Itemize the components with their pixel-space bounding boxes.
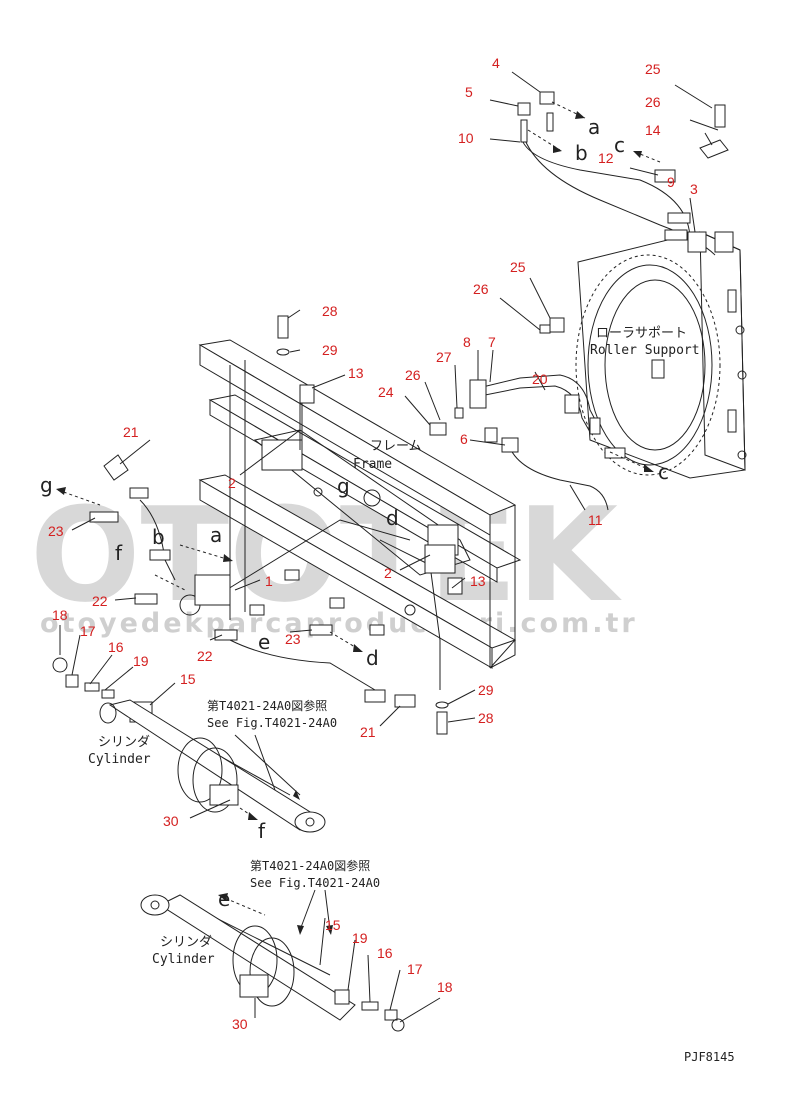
see-fig-upper-en: See Fig.T4021-24A0	[207, 716, 337, 730]
connector-arrows	[56, 101, 661, 935]
part-number: 17	[80, 623, 96, 639]
connector-letter: c	[658, 460, 669, 484]
part-number: 21	[123, 424, 139, 440]
part-number: 2	[384, 565, 392, 581]
part-number: 2	[228, 475, 236, 491]
part-number: 19	[352, 930, 368, 946]
part-number: 16	[377, 945, 393, 961]
part-number: 7	[488, 334, 496, 350]
cylinder-upper	[99, 699, 326, 833]
part-number: 20	[532, 371, 548, 387]
part-number: 24	[378, 384, 394, 400]
connector-letter: d	[366, 646, 379, 670]
part-number: 13	[348, 365, 364, 381]
cylinder-upper-label-en: Cylinder	[88, 752, 151, 767]
text-labels: フレーム Frame ローラサポート Roller Support シリンダ C…	[88, 326, 735, 1064]
connector-letter: e	[258, 630, 270, 654]
part-number: 15	[180, 671, 196, 687]
part-number: 30	[163, 813, 179, 829]
part-number: 28	[478, 710, 494, 726]
part-number: 23	[48, 523, 64, 539]
part-number: 30	[232, 1016, 248, 1032]
watermark-site: otoyedekparcaproductlari.com.tr	[40, 608, 638, 639]
cylinder-lower	[140, 894, 405, 1032]
see-fig-lower-en: See Fig.T4021-24A0	[250, 876, 380, 890]
part-number: 26	[405, 367, 421, 383]
frame-label-jp: フレーム	[370, 439, 422, 454]
roller-support-label-jp: ローラサポート	[596, 326, 687, 341]
drawing-code: PJF8145	[684, 1050, 735, 1064]
cylinder-lower-label-jp: シリンダ	[160, 935, 212, 950]
part-number: 25	[510, 259, 526, 275]
part-number: 19	[133, 653, 149, 669]
part-number: 17	[407, 961, 423, 977]
fittings	[52, 91, 734, 735]
part-number: 16	[108, 639, 124, 655]
part-number: 28	[322, 303, 338, 319]
connector-letter: b	[152, 525, 165, 549]
part-number: 1	[265, 573, 273, 589]
connector-letters: a b c c g g b a f d d e f e	[40, 115, 669, 911]
part-number: 21	[360, 724, 376, 740]
connector-letter: a	[588, 115, 600, 139]
part-number: 23	[285, 631, 301, 647]
connector-letter: c	[614, 133, 625, 157]
part-number: 10	[458, 130, 474, 146]
part-number: 6	[460, 431, 468, 447]
part-number: 26	[645, 94, 661, 110]
connector-letter: g	[337, 474, 350, 498]
part-number: 9	[667, 174, 675, 190]
roller-support-label-en: Roller Support	[590, 343, 700, 358]
part-number-callouts: 4 5 10 25 26 14 12 9 3 25 26 28 29 8 7 2…	[48, 55, 698, 1032]
part-number: 26	[473, 281, 489, 297]
connector-letter: a	[210, 523, 222, 547]
part-number: 22	[92, 593, 108, 609]
part-number: 5	[465, 84, 473, 100]
frame-label-en: Frame	[353, 457, 392, 472]
see-fig-lower-jp: 第T4021-24A0図参照	[250, 858, 370, 873]
roller-support	[575, 231, 747, 479]
part-number: 18	[437, 979, 453, 995]
part-number: 14	[645, 122, 661, 138]
connector-letter: f	[258, 819, 266, 843]
connector-letter: d	[386, 506, 399, 530]
part-number: 4	[492, 55, 500, 71]
part-number: 13	[470, 573, 486, 589]
connector-letter: f	[115, 541, 123, 565]
part-number: 3	[690, 181, 698, 197]
part-number: 25	[645, 61, 661, 77]
leader-lines	[59, 71, 719, 1023]
part-number: 18	[52, 607, 68, 623]
part-number: 27	[436, 349, 452, 365]
part-number: 29	[478, 682, 494, 698]
frame	[198, 339, 522, 669]
part-number: 15	[325, 917, 341, 933]
part-number: 12	[598, 150, 614, 166]
part-number: 11	[588, 512, 603, 528]
part-number: 22	[197, 648, 213, 664]
cylinder-upper-label-jp: シリンダ	[98, 735, 150, 750]
part-number: 8	[463, 334, 471, 350]
connector-letter: b	[575, 141, 588, 165]
connector-letter: e	[218, 887, 230, 911]
part-number: 29	[322, 342, 338, 358]
connector-letter: g	[40, 473, 53, 497]
cylinder-lower-label-en: Cylinder	[152, 952, 215, 967]
see-fig-upper-jp: 第T4021-24A0図参照	[207, 698, 327, 713]
